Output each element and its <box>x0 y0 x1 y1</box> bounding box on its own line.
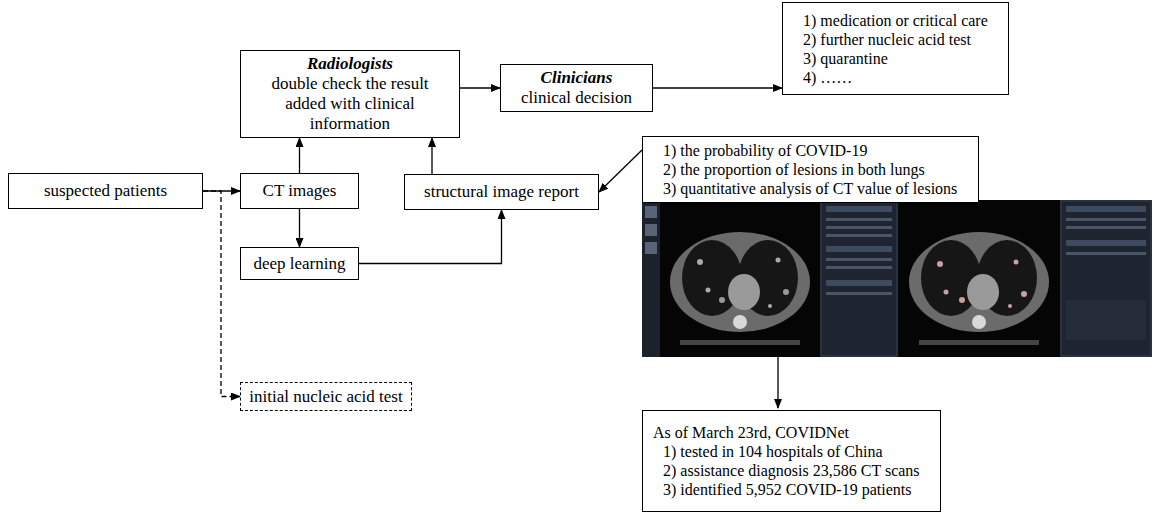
ct-slice <box>909 232 1049 345</box>
box-label: clinical decision <box>521 88 632 108</box>
list-item: As of March 23rd, COVIDNet <box>653 423 849 442</box>
role-heading: Clinicians <box>541 68 613 88</box>
flow-arrow <box>653 87 782 88</box>
flow-arrow <box>431 138 432 174</box>
process-box: Cliniciansclinical decision <box>500 64 653 112</box>
process-box: deep learning <box>240 247 359 280</box>
process-box: suspected patients <box>8 173 203 209</box>
box-label: double check the result added with clini… <box>249 74 451 134</box>
process-box: CT images <box>240 173 359 209</box>
list-item: 1) the probability of COVID-19 <box>653 141 867 160</box>
software-window <box>642 200 1152 357</box>
list-item: 3) quarantine <box>793 49 888 68</box>
box-label: structural image report <box>424 182 579 202</box>
flow-arrow <box>359 210 502 264</box>
list-item: 3) identified 5,952 COVID-19 patients <box>653 480 911 499</box>
list-box: 1) medication or critical care2) further… <box>782 2 1009 95</box>
list-item: 3) quantitative analysis of CT value of … <box>653 179 957 198</box>
list-item: 4) …… <box>793 68 852 87</box>
list-item: 1) tested in 104 hospitals of China <box>653 442 883 461</box>
list-item: 2) assistance diagnosis 23,586 CT scans <box>653 461 920 480</box>
flow-arrow <box>299 138 300 173</box>
box-label: deep learning <box>253 254 345 274</box>
box-label: CT images <box>263 181 337 201</box>
flow-arrow <box>599 150 642 192</box>
list-item: 2) the proportion of lesions in both lun… <box>653 160 925 179</box>
dashed-box: initial nucleic acid test <box>240 382 412 411</box>
process-box: Radiologistsdouble check the result adde… <box>240 50 460 138</box>
leader-arrow <box>777 357 778 408</box>
ct-slice <box>670 232 810 345</box>
flow-arrow <box>299 209 300 247</box>
box-label: suspected patients <box>44 181 167 201</box>
dashed-arrow <box>203 191 240 397</box>
flow-arrow <box>460 87 500 88</box>
list-box: 1) the probability of COVID-192) the pro… <box>642 136 979 203</box>
role-heading: Radiologists <box>307 54 393 74</box>
process-box: structural image report <box>404 174 599 210</box>
list-item: 2) further nucleic acid test <box>793 30 971 49</box>
list-box: As of March 23rd, COVIDNet1) tested in 1… <box>642 410 941 512</box>
list-item: 1) medication or critical care <box>793 11 988 30</box>
box-label: initial nucleic acid test <box>249 387 402 407</box>
